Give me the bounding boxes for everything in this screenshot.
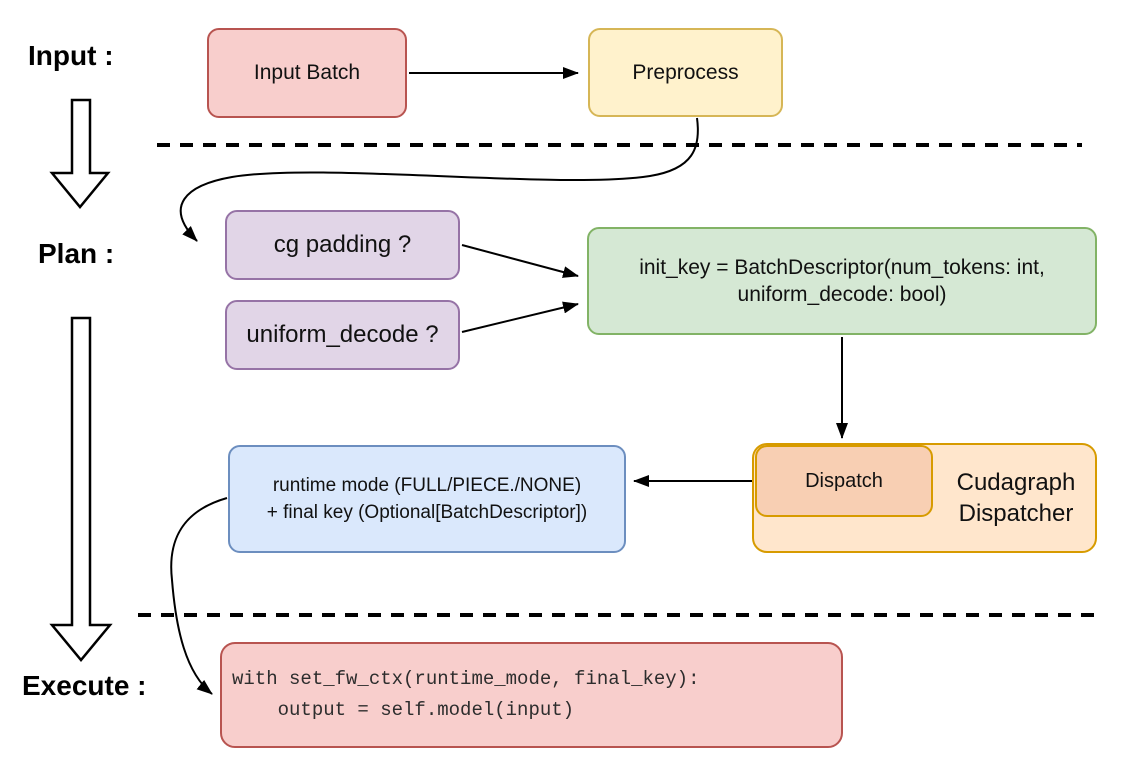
node-uniform-decode: uniform_decode ? bbox=[225, 300, 460, 370]
node-dispatch-label: Dispatch bbox=[805, 469, 883, 492]
arrow-runtime-mode-to-execute-code bbox=[170, 497, 228, 695]
code-line-2: output = self.model(input) bbox=[232, 699, 575, 721]
node-init-key-line2: uniform_decode: bool) bbox=[737, 283, 947, 306]
arrow-cg-padding-to-init-key bbox=[461, 244, 579, 278]
node-input-batch-label: Input Batch bbox=[253, 61, 361, 84]
node-input-batch: Input Batch bbox=[207, 28, 407, 118]
stage-label-input: Input : bbox=[28, 40, 114, 71]
hollow-arrow-input-to-plan bbox=[49, 98, 111, 209]
stage-label-plan: Plan : bbox=[38, 238, 115, 269]
node-init-key-line1: init_key = BatchDescriptor(num_tokens: i… bbox=[639, 256, 1045, 279]
node-runtime-mode-line1: runtime mode (FULL/PIECE./NONE) bbox=[272, 475, 582, 496]
node-uniform-decode-label: uniform_decode ? bbox=[246, 321, 439, 348]
node-execute-code: with set_fw_ctx(runtime_mode, final_key)… bbox=[220, 642, 843, 748]
stage-label-execute: Execute : bbox=[22, 670, 147, 701]
node-cg-padding: cg padding ? bbox=[225, 210, 460, 280]
node-runtime-mode-line2: + final key (Optional[BatchDescriptor]) bbox=[266, 502, 588, 523]
arrow-uniform-decode-to-init-key bbox=[461, 301, 579, 333]
node-cudagraph-dispatcher-label: Cudagraph Dispatcher bbox=[956, 469, 1076, 527]
code-line-1: with set_fw_ctx(runtime_mode, final_key)… bbox=[232, 668, 700, 690]
node-preprocess-label: Preprocess bbox=[632, 60, 739, 84]
node-init-key: init_key = BatchDescriptor(num_tokens: i… bbox=[587, 227, 1097, 335]
node-cg-padding-label: cg padding ? bbox=[273, 231, 412, 258]
node-runtime-mode: runtime mode (FULL/PIECE./NONE) + final … bbox=[228, 445, 626, 553]
node-preprocess: Preprocess bbox=[588, 28, 783, 117]
node-dispatch: Dispatch bbox=[755, 445, 933, 517]
hollow-arrow-plan-to-execute bbox=[49, 316, 113, 662]
